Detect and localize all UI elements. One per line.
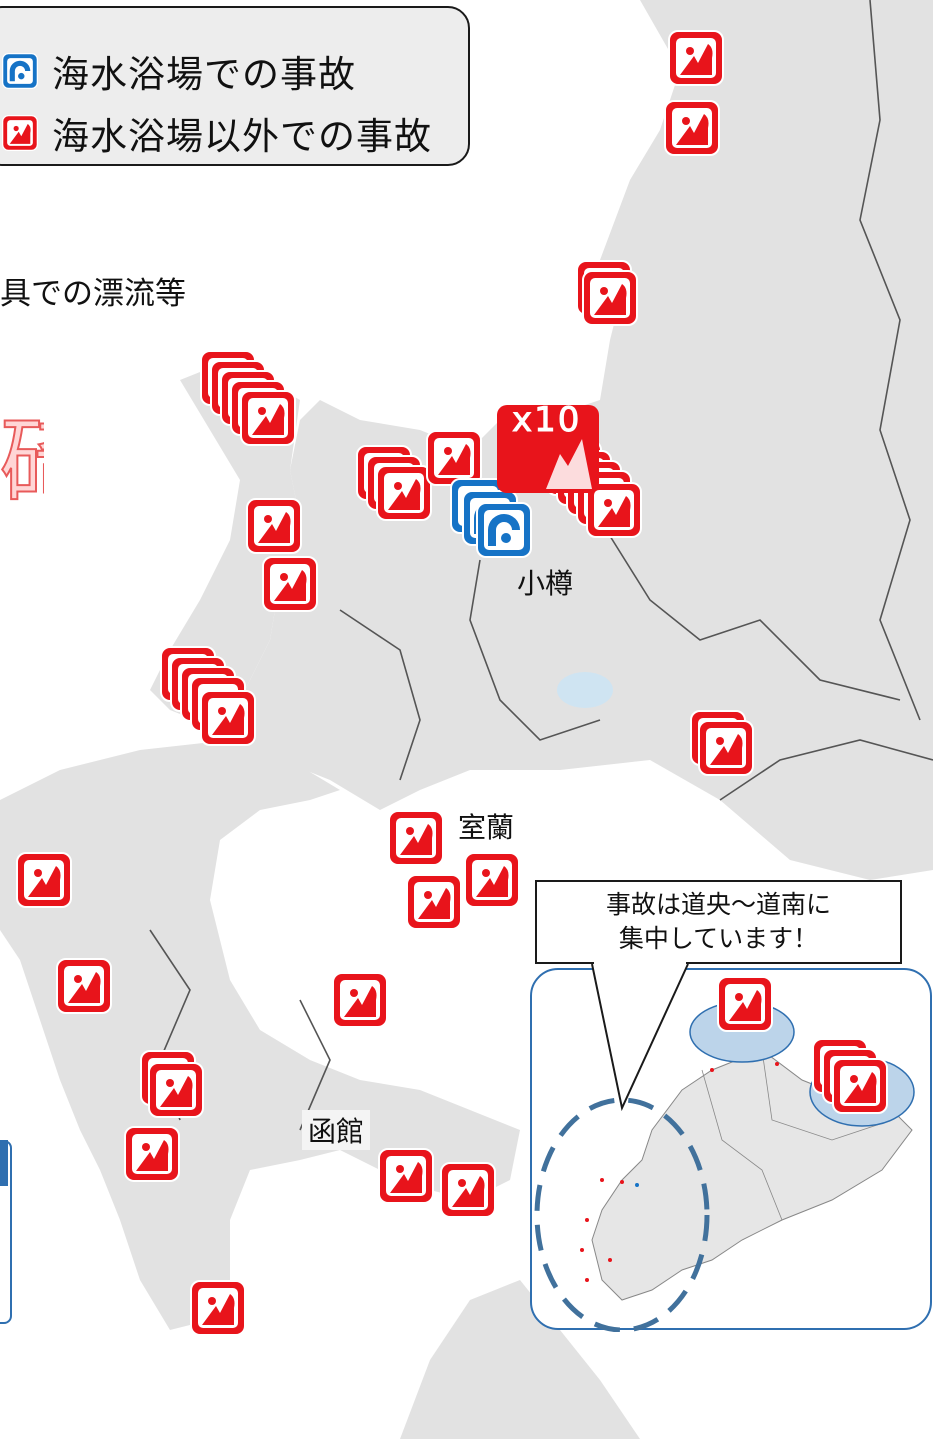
inset-map bbox=[530, 968, 932, 1333]
non-beach-accident-icon bbox=[832, 1058, 888, 1114]
non-beach-accident-icon bbox=[246, 498, 302, 554]
non-beach-accident-marker[interactable] bbox=[378, 1148, 434, 1204]
cluster-count: x10 bbox=[511, 400, 582, 441]
legend-beach-row: 海水浴場での事故 bbox=[2, 44, 356, 98]
land-west-coast bbox=[150, 360, 300, 730]
non-beach-accident-marker[interactable] bbox=[664, 100, 720, 156]
left-panel-header bbox=[0, 1140, 8, 1186]
legend-other-label: 海水浴場以外での事故 bbox=[52, 115, 432, 158]
non-beach-accident-marker[interactable] bbox=[698, 720, 754, 776]
non-beach-accident-icon bbox=[56, 958, 112, 1014]
map-legend: 海水浴場での事故 海水浴場以外での事故 bbox=[0, 6, 470, 166]
stamp-ghost: 碕 bbox=[0, 408, 44, 518]
non-beach-accident-marker[interactable] bbox=[406, 874, 462, 930]
non-beach-accident-marker[interactable] bbox=[16, 852, 72, 908]
place-hakodate: 函館 bbox=[302, 1110, 371, 1150]
non-beach-accident-icon bbox=[2, 115, 38, 151]
place-otaru: 小樽 bbox=[517, 567, 574, 600]
admin-borders bbox=[149, 0, 933, 1131]
place-muroran: 室蘭 bbox=[458, 811, 515, 844]
non-beach-accident-icon bbox=[124, 1126, 180, 1182]
non-beach-accident-marker[interactable] bbox=[124, 1126, 180, 1182]
legend-beach-label: 海水浴場での事故 bbox=[52, 53, 356, 96]
cluster-marker[interactable]: x10 bbox=[496, 400, 600, 494]
lake bbox=[557, 672, 613, 708]
non-beach-accident-marker[interactable] bbox=[668, 30, 724, 86]
non-beach-accident-icon bbox=[582, 270, 638, 326]
caption-text: 具での漂流等 bbox=[0, 276, 186, 312]
non-beach-accident-icon bbox=[698, 720, 754, 776]
beach-accident-icon bbox=[476, 502, 532, 558]
non-beach-accident-marker[interactable] bbox=[148, 1062, 204, 1118]
non-beach-accident-icon bbox=[664, 100, 720, 156]
non-beach-accident-icon bbox=[190, 1280, 246, 1336]
non-beach-accident-marker[interactable] bbox=[246, 498, 302, 554]
non-beach-accident-marker[interactable] bbox=[464, 852, 520, 908]
non-beach-accident-icon bbox=[332, 972, 388, 1028]
summary-callout: 事故は道央～道南に 集中しています！ bbox=[535, 880, 902, 964]
non-beach-accident-marker[interactable] bbox=[200, 690, 256, 746]
non-beach-accident-icon bbox=[378, 1148, 434, 1204]
non-beach-accident-icon bbox=[240, 390, 296, 446]
non-beach-accident-icon bbox=[16, 852, 72, 908]
legend-other-row: 海水浴場以外での事故 bbox=[2, 106, 432, 160]
non-beach-accident-marker[interactable] bbox=[262, 556, 318, 612]
non-beach-accident-icon bbox=[717, 976, 773, 1032]
land-southwest bbox=[0, 740, 520, 1330]
non-beach-accident-icon bbox=[200, 690, 256, 746]
callout-line-2: 集中しています！ bbox=[618, 924, 819, 953]
non-beach-accident-marker[interactable] bbox=[332, 972, 388, 1028]
inset-marker-east-3 bbox=[832, 1058, 888, 1114]
non-beach-accident-icon bbox=[464, 852, 520, 908]
non-beach-accident-marker[interactable] bbox=[190, 1280, 246, 1336]
non-beach-accident-icon bbox=[406, 874, 462, 930]
non-beach-accident-marker[interactable] bbox=[56, 958, 112, 1014]
cluster-marker-icon bbox=[497, 405, 599, 493]
non-beach-accident-icon bbox=[440, 1162, 496, 1218]
non-beach-accident-marker[interactable] bbox=[376, 465, 432, 521]
non-beach-accident-marker[interactable] bbox=[240, 390, 296, 446]
non-beach-accident-marker[interactable] bbox=[388, 810, 444, 866]
non-beach-accident-icon bbox=[668, 30, 724, 86]
land-honshu bbox=[400, 1280, 640, 1439]
beach-accident-marker[interactable] bbox=[476, 502, 532, 558]
non-beach-accident-marker[interactable] bbox=[440, 1162, 496, 1218]
beach-accident-icon bbox=[2, 53, 38, 89]
non-beach-accident-icon bbox=[376, 465, 432, 521]
non-beach-accident-marker[interactable] bbox=[582, 270, 638, 326]
callout-line-1: 事故は道央～道南に bbox=[605, 890, 831, 919]
non-beach-accident-icon bbox=[262, 556, 318, 612]
non-beach-accident-icon bbox=[388, 810, 444, 866]
non-beach-accident-icon bbox=[148, 1062, 204, 1118]
inset-marker-north bbox=[717, 976, 773, 1032]
